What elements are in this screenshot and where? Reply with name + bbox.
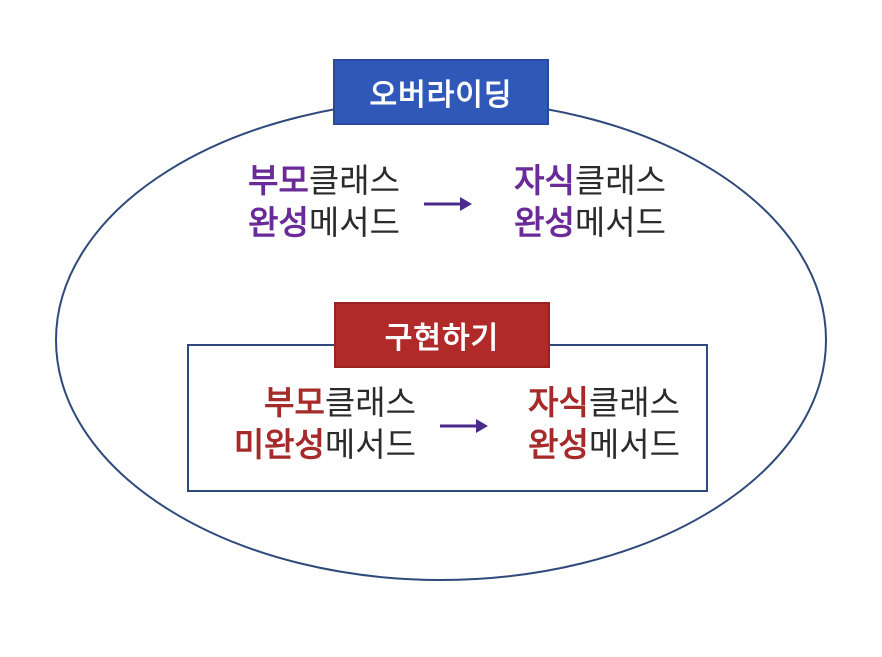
implement-child-class-highlight: 자식: [528, 383, 589, 422]
override-child-block: 자식클래스 완성메서드: [514, 160, 666, 244]
implement-child-class-rest: 클래스: [588, 383, 680, 422]
override-parent-class-rest: 클래스: [308, 161, 400, 200]
override-child-class-rest: 클래스: [574, 161, 666, 200]
implement-parent-class-highlight: 부모: [264, 383, 325, 422]
override-child-line2: 완성메서드: [514, 202, 666, 244]
override-child-method-rest: 메서드: [574, 203, 666, 242]
implement-child-block: 자식클래스 완성메서드: [528, 382, 680, 466]
override-parent-method-rest: 메서드: [308, 203, 400, 242]
implement-child-line1: 자식클래스: [528, 382, 680, 424]
implement-child-method-highlight: 완성: [528, 425, 589, 464]
implement-parent-method-rest: 메서드: [324, 425, 416, 464]
override-parent-line1: 부모클래스: [248, 160, 400, 202]
implement-title-text: 구현하기: [384, 321, 500, 356]
override-parent-method-highlight: 완성: [248, 203, 309, 242]
override-child-line1: 자식클래스: [514, 160, 666, 202]
implement-parent-method-highlight: 미완성: [233, 425, 325, 464]
override-title-text: 오버라이딩: [369, 78, 513, 113]
override-parent-class-highlight: 부모: [248, 161, 309, 200]
implement-arrow-icon: [440, 419, 488, 433]
override-parent-line2: 완성메서드: [248, 202, 400, 244]
implement-child-line2: 완성메서드: [528, 424, 680, 466]
implement-parent-line1: 부모클래스: [234, 382, 416, 424]
implement-parent-class-rest: 클래스: [324, 383, 416, 422]
implement-parent-line2: 미완성메서드: [234, 424, 416, 466]
implement-parent-block: 부모클래스 미완성메서드: [234, 382, 416, 466]
implement-title-label: 구현하기: [334, 302, 550, 368]
override-child-method-highlight: 완성: [514, 203, 575, 242]
override-title-label: 오버라이딩: [333, 59, 549, 125]
override-arrow-icon: [424, 197, 472, 211]
override-child-class-highlight: 자식: [514, 161, 575, 200]
implement-child-method-rest: 메서드: [588, 425, 680, 464]
override-parent-block: 부모클래스 완성메서드: [248, 160, 400, 244]
